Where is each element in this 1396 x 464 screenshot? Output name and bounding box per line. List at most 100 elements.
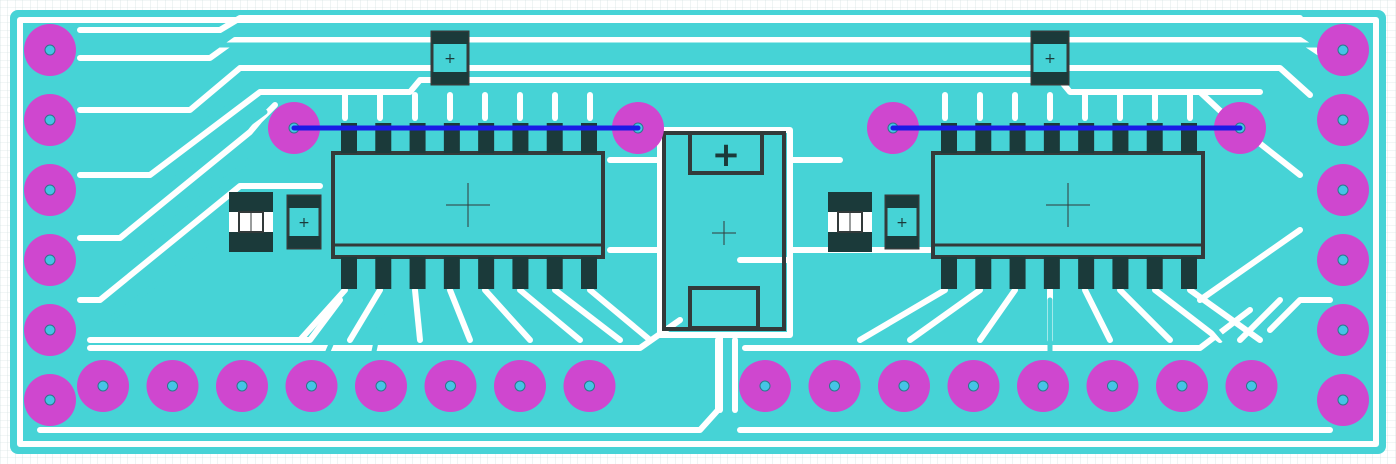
pad-hole	[44, 254, 56, 266]
resistor-pad-top	[828, 192, 872, 212]
copper-trace	[317, 297, 353, 373]
resistor-right	[828, 192, 872, 252]
clearance-line	[77, 65, 1313, 113]
pad-hole	[514, 380, 526, 392]
ic-pin-bottom	[1146, 257, 1163, 289]
ic-pin-bottom	[512, 257, 529, 289]
copper-trace	[77, 109, 268, 193]
pad-bottom	[285, 360, 338, 412]
capacitor-top-left	[430, 30, 470, 86]
capacitor-pad-bottom	[432, 72, 468, 84]
pad-bottom	[77, 360, 129, 412]
ic-pin-bottom	[341, 257, 357, 289]
pad-right	[1317, 374, 1369, 426]
clearance-line	[77, 15, 1303, 33]
ic-pin-bottom	[975, 257, 992, 289]
capacitor-pad-top	[288, 196, 320, 208]
regulator-tab-top	[688, 131, 764, 175]
pad-hole	[97, 380, 109, 392]
pad-hole	[306, 380, 317, 392]
pad-hole	[1337, 44, 1349, 56]
copper-trace	[367, 297, 388, 373]
pad-hole	[44, 394, 56, 406]
clearance-line	[1197, 227, 1303, 303]
pad-hole	[236, 380, 248, 392]
pad-hole	[167, 380, 178, 392]
pad-left	[24, 94, 76, 146]
clearance-line	[347, 287, 383, 343]
components	[229, 30, 1205, 331]
clearance-line	[657, 127, 793, 338]
pad-hole	[1037, 380, 1049, 392]
capacitor-pad-bottom	[886, 236, 918, 248]
copper-traces	[77, 42, 1333, 373]
clearance-line	[297, 287, 348, 343]
capacitor-pad-bottom	[288, 236, 320, 248]
capacitor-pad-top	[886, 196, 918, 208]
pad-bottom	[355, 360, 407, 412]
pad-hole	[898, 380, 910, 392]
clearance-line	[77, 77, 1263, 178]
pad-left	[24, 374, 76, 426]
pad-bottom	[739, 360, 791, 412]
pad-hole	[584, 380, 595, 392]
copper-trace	[77, 157, 253, 258]
capacitor-mark: +	[1044, 51, 1056, 67]
clearance-line	[1117, 287, 1173, 343]
pad-bottom	[1225, 360, 1278, 412]
clearance-line	[907, 287, 983, 343]
capacitor-top-right	[1030, 30, 1070, 86]
pad-bottom	[1017, 360, 1069, 412]
clearance-line	[552, 287, 623, 343]
pad-left	[24, 164, 76, 216]
resistor-pad-bottom	[828, 232, 872, 252]
pad-hole	[1337, 394, 1349, 406]
pad-hole	[1337, 184, 1349, 196]
copper-trace	[77, 97, 243, 128]
capacitor-mark: +	[896, 215, 908, 231]
ic-pin-bottom	[546, 257, 563, 289]
pad-hole	[829, 380, 840, 392]
clearance-line	[857, 287, 948, 343]
ic-pin-bottom	[443, 257, 460, 289]
capacitor-pad-top	[1032, 32, 1068, 44]
pad-bottom	[947, 360, 1000, 412]
copper-pour	[10, 10, 1386, 454]
resistor-left	[229, 192, 273, 252]
clearance-line	[1152, 287, 1223, 343]
polarity-marks: +++++	[298, 51, 1056, 231]
pad-hole	[44, 324, 56, 336]
pad-bottom	[216, 360, 268, 412]
pad-bottom	[494, 360, 546, 412]
clearance-line	[77, 183, 323, 303]
through-hole-pads	[24, 24, 1369, 426]
pad-left	[24, 24, 76, 76]
ic-body-outline	[331, 151, 605, 259]
voltage-regulator	[662, 131, 786, 331]
pad-left	[24, 234, 76, 286]
pad-bottom	[424, 360, 477, 412]
ic-pin-bottom	[1043, 257, 1060, 289]
pad-right	[1317, 304, 1369, 356]
capacitor-mark: +	[298, 215, 310, 231]
clearance-line	[482, 287, 533, 343]
capacitor-pad-top	[432, 32, 468, 44]
clearance-line	[1187, 287, 1263, 343]
pad-hole	[1246, 380, 1257, 392]
ic-pin-bottom	[409, 257, 426, 289]
pad-bottom	[1156, 360, 1208, 412]
pad-right	[1317, 164, 1369, 216]
clearance-line	[87, 297, 343, 343]
pad-hole	[44, 114, 56, 126]
pad-hole	[44, 44, 56, 56]
pad-hole	[375, 380, 387, 392]
pad-hole	[968, 380, 979, 392]
clearance-line	[977, 287, 1018, 343]
pad-bottom	[808, 360, 861, 412]
clearance-line	[412, 287, 423, 343]
resistor-pad-top	[229, 192, 273, 212]
capacitor-mid-right	[884, 194, 920, 250]
copper-pour-region	[10, 10, 1386, 454]
ic-pin-bottom	[478, 257, 495, 289]
ic-pin-bottom	[1078, 257, 1095, 289]
